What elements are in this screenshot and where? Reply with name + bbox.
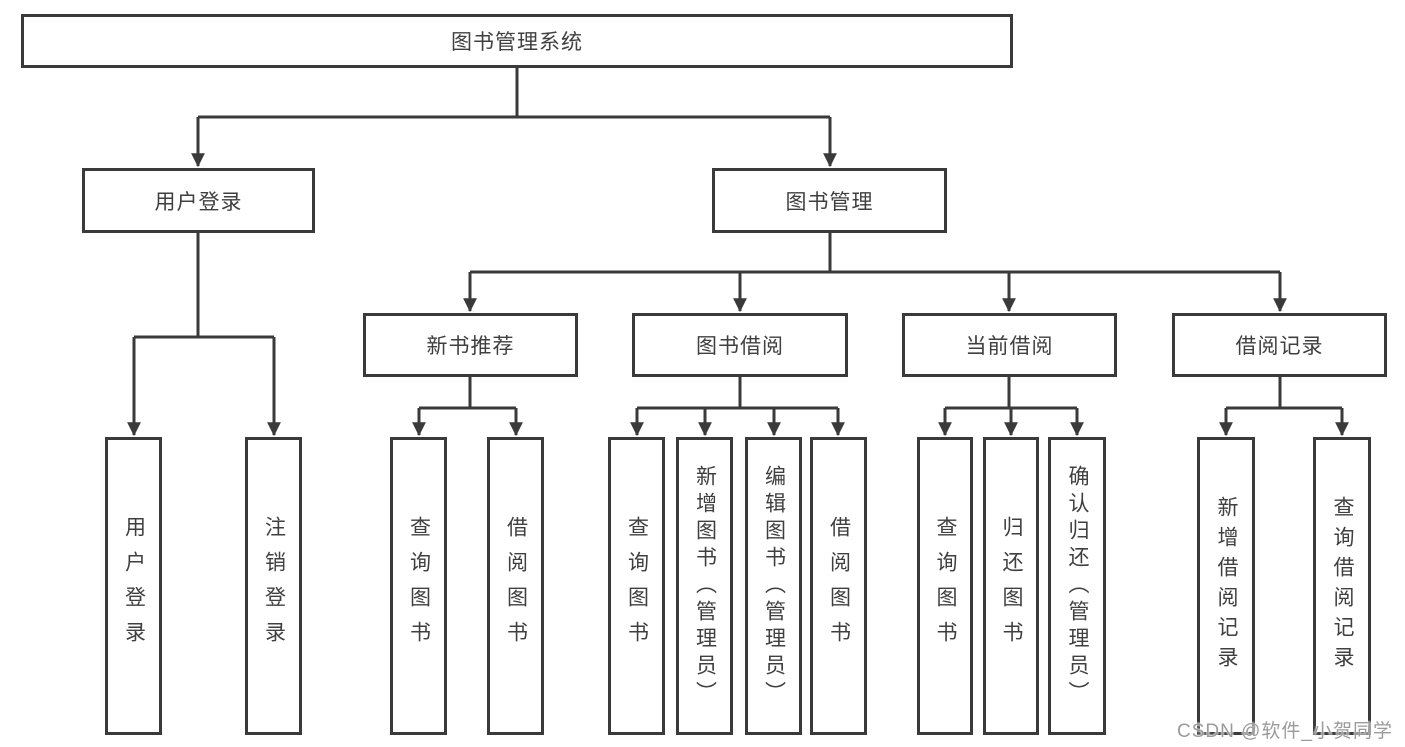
leaf-borrow-books-recommend-label: 借阅图书	[504, 516, 528, 656]
leaf-return-books-label: 归还图书	[1000, 516, 1023, 656]
leaf-query-borrow-record: 查询借阅记录	[1313, 437, 1371, 735]
csdn-watermark: CSDN @软件_小贺同学	[1177, 721, 1393, 742]
leaf-add-borrow-record: 新增借阅记录	[1197, 437, 1255, 735]
leaf-confirm-return-admin-label: 确认归还（管理员）	[1066, 464, 1089, 708]
leaf-query-books-recommend-label: 查询图书	[407, 516, 431, 656]
leaf-logout: 注销登录	[245, 437, 302, 735]
leaf-add-books-admin-label: 新增图书（管理员）	[693, 464, 717, 708]
node-book-management: 图书管理	[712, 168, 947, 233]
leaf-query-books-current-label: 查询图书	[934, 516, 957, 656]
node-new-book-recommendation: 新书推荐	[363, 313, 578, 377]
leaf-user-login-label: 用户登录	[122, 516, 146, 656]
node-current-borrowing: 当前借阅	[902, 313, 1117, 377]
leaf-confirm-return-admin: 确认归还（管理员）	[1048, 437, 1106, 735]
leaf-borrow-books-borrowing-label: 借阅图书	[827, 516, 851, 656]
leaf-query-books-borrowing-label: 查询图书	[625, 516, 649, 656]
leaf-query-books-current: 查询图书	[917, 437, 973, 735]
node-user-login: 用户登录	[82, 168, 315, 233]
leaf-query-books-recommend: 查询图书	[390, 437, 447, 735]
node-borrowing-records: 借阅记录	[1172, 313, 1387, 377]
leaf-edit-books-admin-label: 编辑图书（管理员）	[762, 464, 786, 708]
leaf-query-books-borrowing: 查询图书	[608, 437, 665, 735]
node-book-borrowing: 图书借阅	[632, 313, 848, 377]
leaf-query-borrow-record-label: 查询借阅记录	[1331, 496, 1354, 676]
node-library-management-system: 图书管理系统	[21, 14, 1013, 68]
leaf-borrow-books-recommend: 借阅图书	[487, 437, 544, 735]
leaf-edit-books-admin: 编辑图书（管理员）	[745, 437, 802, 735]
leaf-return-books: 归还图书	[983, 437, 1039, 735]
leaf-logout-label: 注销登录	[262, 516, 286, 656]
leaf-add-books-admin: 新增图书（管理员）	[676, 437, 733, 735]
leaf-borrow-books-borrowing: 借阅图书	[810, 437, 867, 735]
leaf-user-login: 用户登录	[105, 437, 162, 735]
leaf-add-borrow-record-label: 新增借阅记录	[1215, 496, 1238, 676]
